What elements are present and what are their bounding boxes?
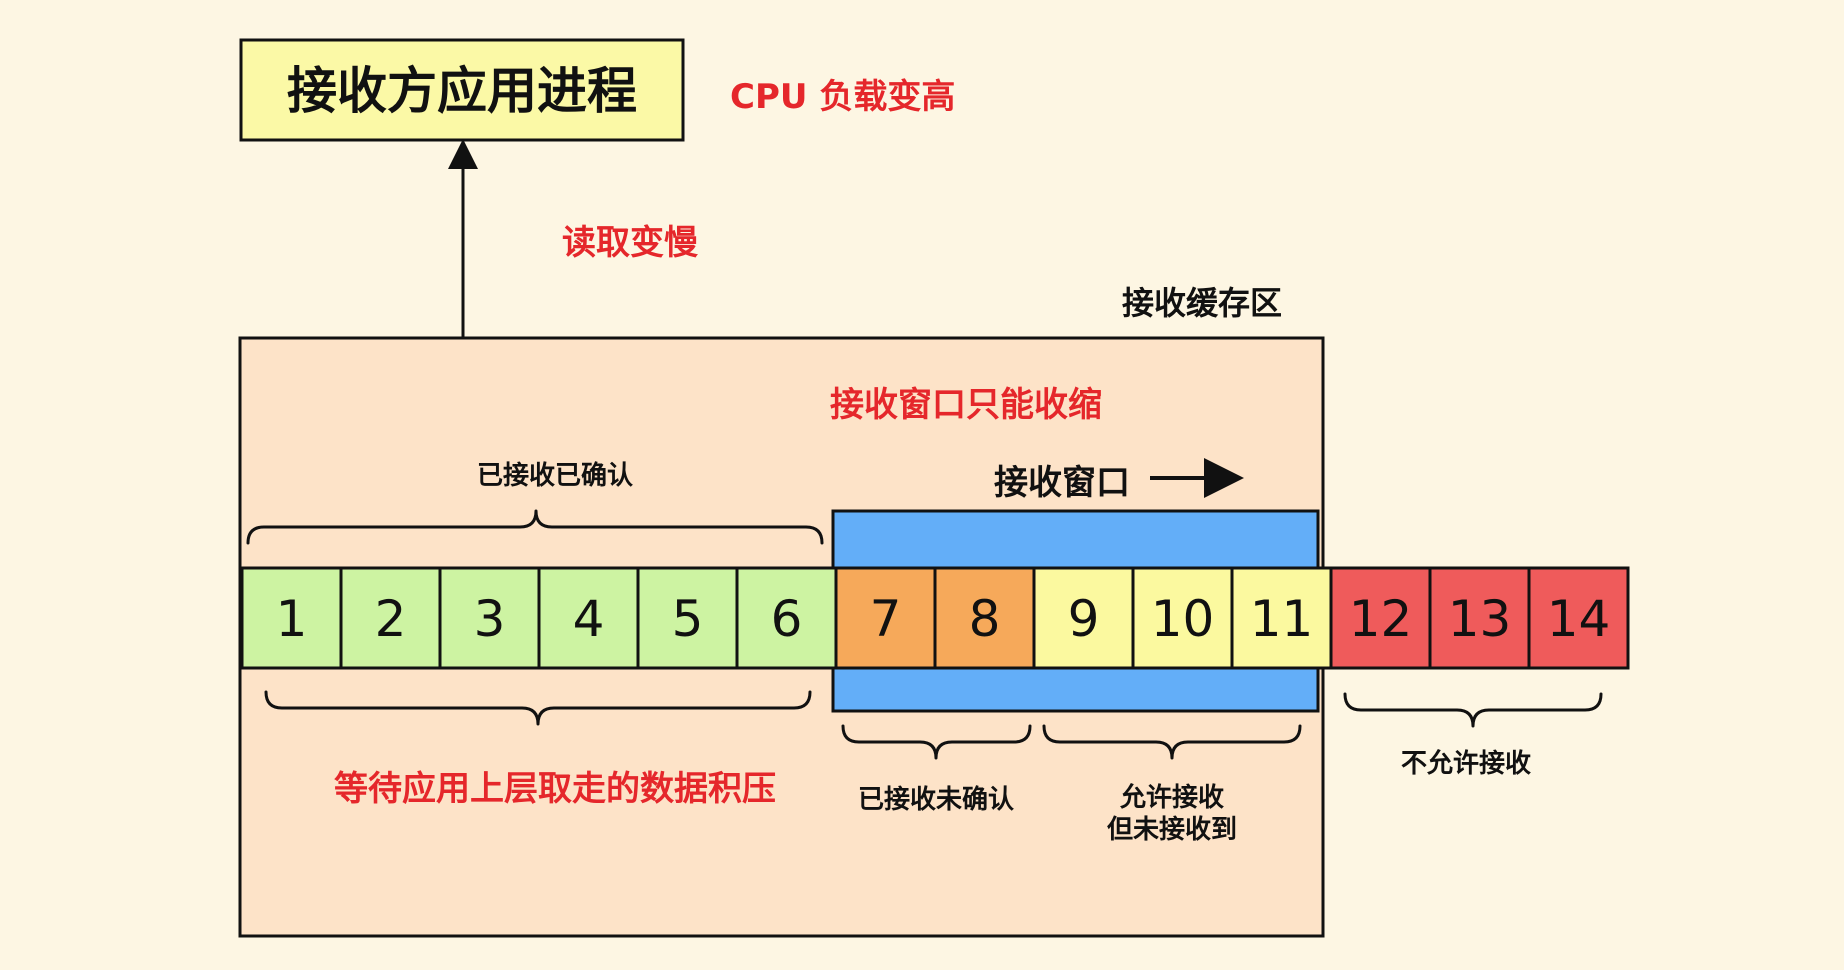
sequence-cell-number: 10 [1151, 590, 1215, 648]
sequence-cell-number: 11 [1250, 590, 1314, 648]
sequence-cell-box [240, 566, 343, 670]
sequence-cell-box [1032, 566, 1135, 670]
sequence-cell-8: 8 [933, 566, 1036, 670]
not-allowed-label: 不允许接收 [1401, 748, 1531, 779]
sequence-cell-box [834, 566, 937, 670]
sequence-cell-3: 3 [438, 566, 541, 670]
sequence-cell-number: 9 [1068, 590, 1100, 648]
sequence-cell-box [933, 566, 1036, 670]
sequence-cell-number: 2 [375, 590, 407, 648]
sequence-cell-number: 6 [771, 590, 803, 648]
window-shrink-label: 接收窗口只能收缩 [830, 385, 1102, 425]
sequence-cell-2: 2 [339, 566, 442, 670]
received-acked-label: 已接收已确认 [477, 460, 633, 491]
sequence-cell-13: 13 [1428, 566, 1531, 670]
sequence-cell-4: 4 [537, 566, 640, 670]
sequence-cell-box [1527, 566, 1630, 670]
app-process-label: 接收方应用进程 [287, 62, 637, 120]
received-unacked-brace [841, 724, 1032, 760]
sequence-cell-number: 14 [1547, 590, 1611, 648]
sequence-cell-number: 3 [474, 590, 506, 648]
sequence-cell-number: 7 [870, 590, 902, 648]
receive-window-label: 接收窗口 [994, 463, 1130, 503]
allowed-not-received-label-line1: 允许接收 [1119, 782, 1224, 813]
sequence-cell-box [438, 566, 541, 670]
sequence-cell-12: 12 [1329, 566, 1432, 670]
buffer-label: 接收缓存区 [1122, 284, 1282, 322]
sequence-cell-number: 13 [1448, 590, 1512, 648]
sequence-cell-box [1230, 566, 1333, 670]
received-unacked-label: 已接收未确认 [858, 784, 1014, 815]
app-process-box: 接收方应用进程 [239, 38, 685, 142]
backlog-brace [264, 690, 812, 726]
sequence-cell-box [537, 566, 640, 670]
sequence-cell-5: 5 [636, 566, 739, 670]
sequence-cell-6: 6 [735, 566, 838, 670]
sequence-cell-number: 1 [276, 590, 308, 648]
sequence-cell-box [1428, 566, 1531, 670]
sequence-cell-1: 1 [240, 566, 343, 670]
sequence-cell-box [735, 566, 838, 670]
cpu-load-label: CPU 负载变高 [730, 77, 955, 117]
sequence-cell-number: 8 [969, 590, 1001, 648]
sequence-cell-14: 14 [1527, 566, 1630, 670]
sequence-cell-7: 7 [834, 566, 937, 670]
sequence-cell-11: 11 [1230, 566, 1333, 670]
sequence-cell-9: 9 [1032, 566, 1135, 670]
read-slow-label: 读取变慢 [562, 223, 699, 263]
sequence-cell-number: 12 [1349, 590, 1413, 648]
allowed-not-received-label-line2: 但未接收到 [1107, 815, 1237, 845]
app-process-box-frame [239, 38, 685, 142]
backlog-label: 等待应用上层取走的数据积压 [334, 769, 776, 809]
sequence-cell-number: 5 [672, 590, 704, 648]
sequence-cell-box [1329, 566, 1432, 670]
allowed-not-received-brace [1042, 724, 1302, 760]
sequence-cell-number: 4 [573, 590, 605, 648]
sequence-cell-10: 10 [1131, 566, 1234, 670]
received-acked-brace [246, 509, 824, 545]
not-allowed-brace [1343, 692, 1603, 728]
sequence-cell-box [636, 566, 739, 670]
